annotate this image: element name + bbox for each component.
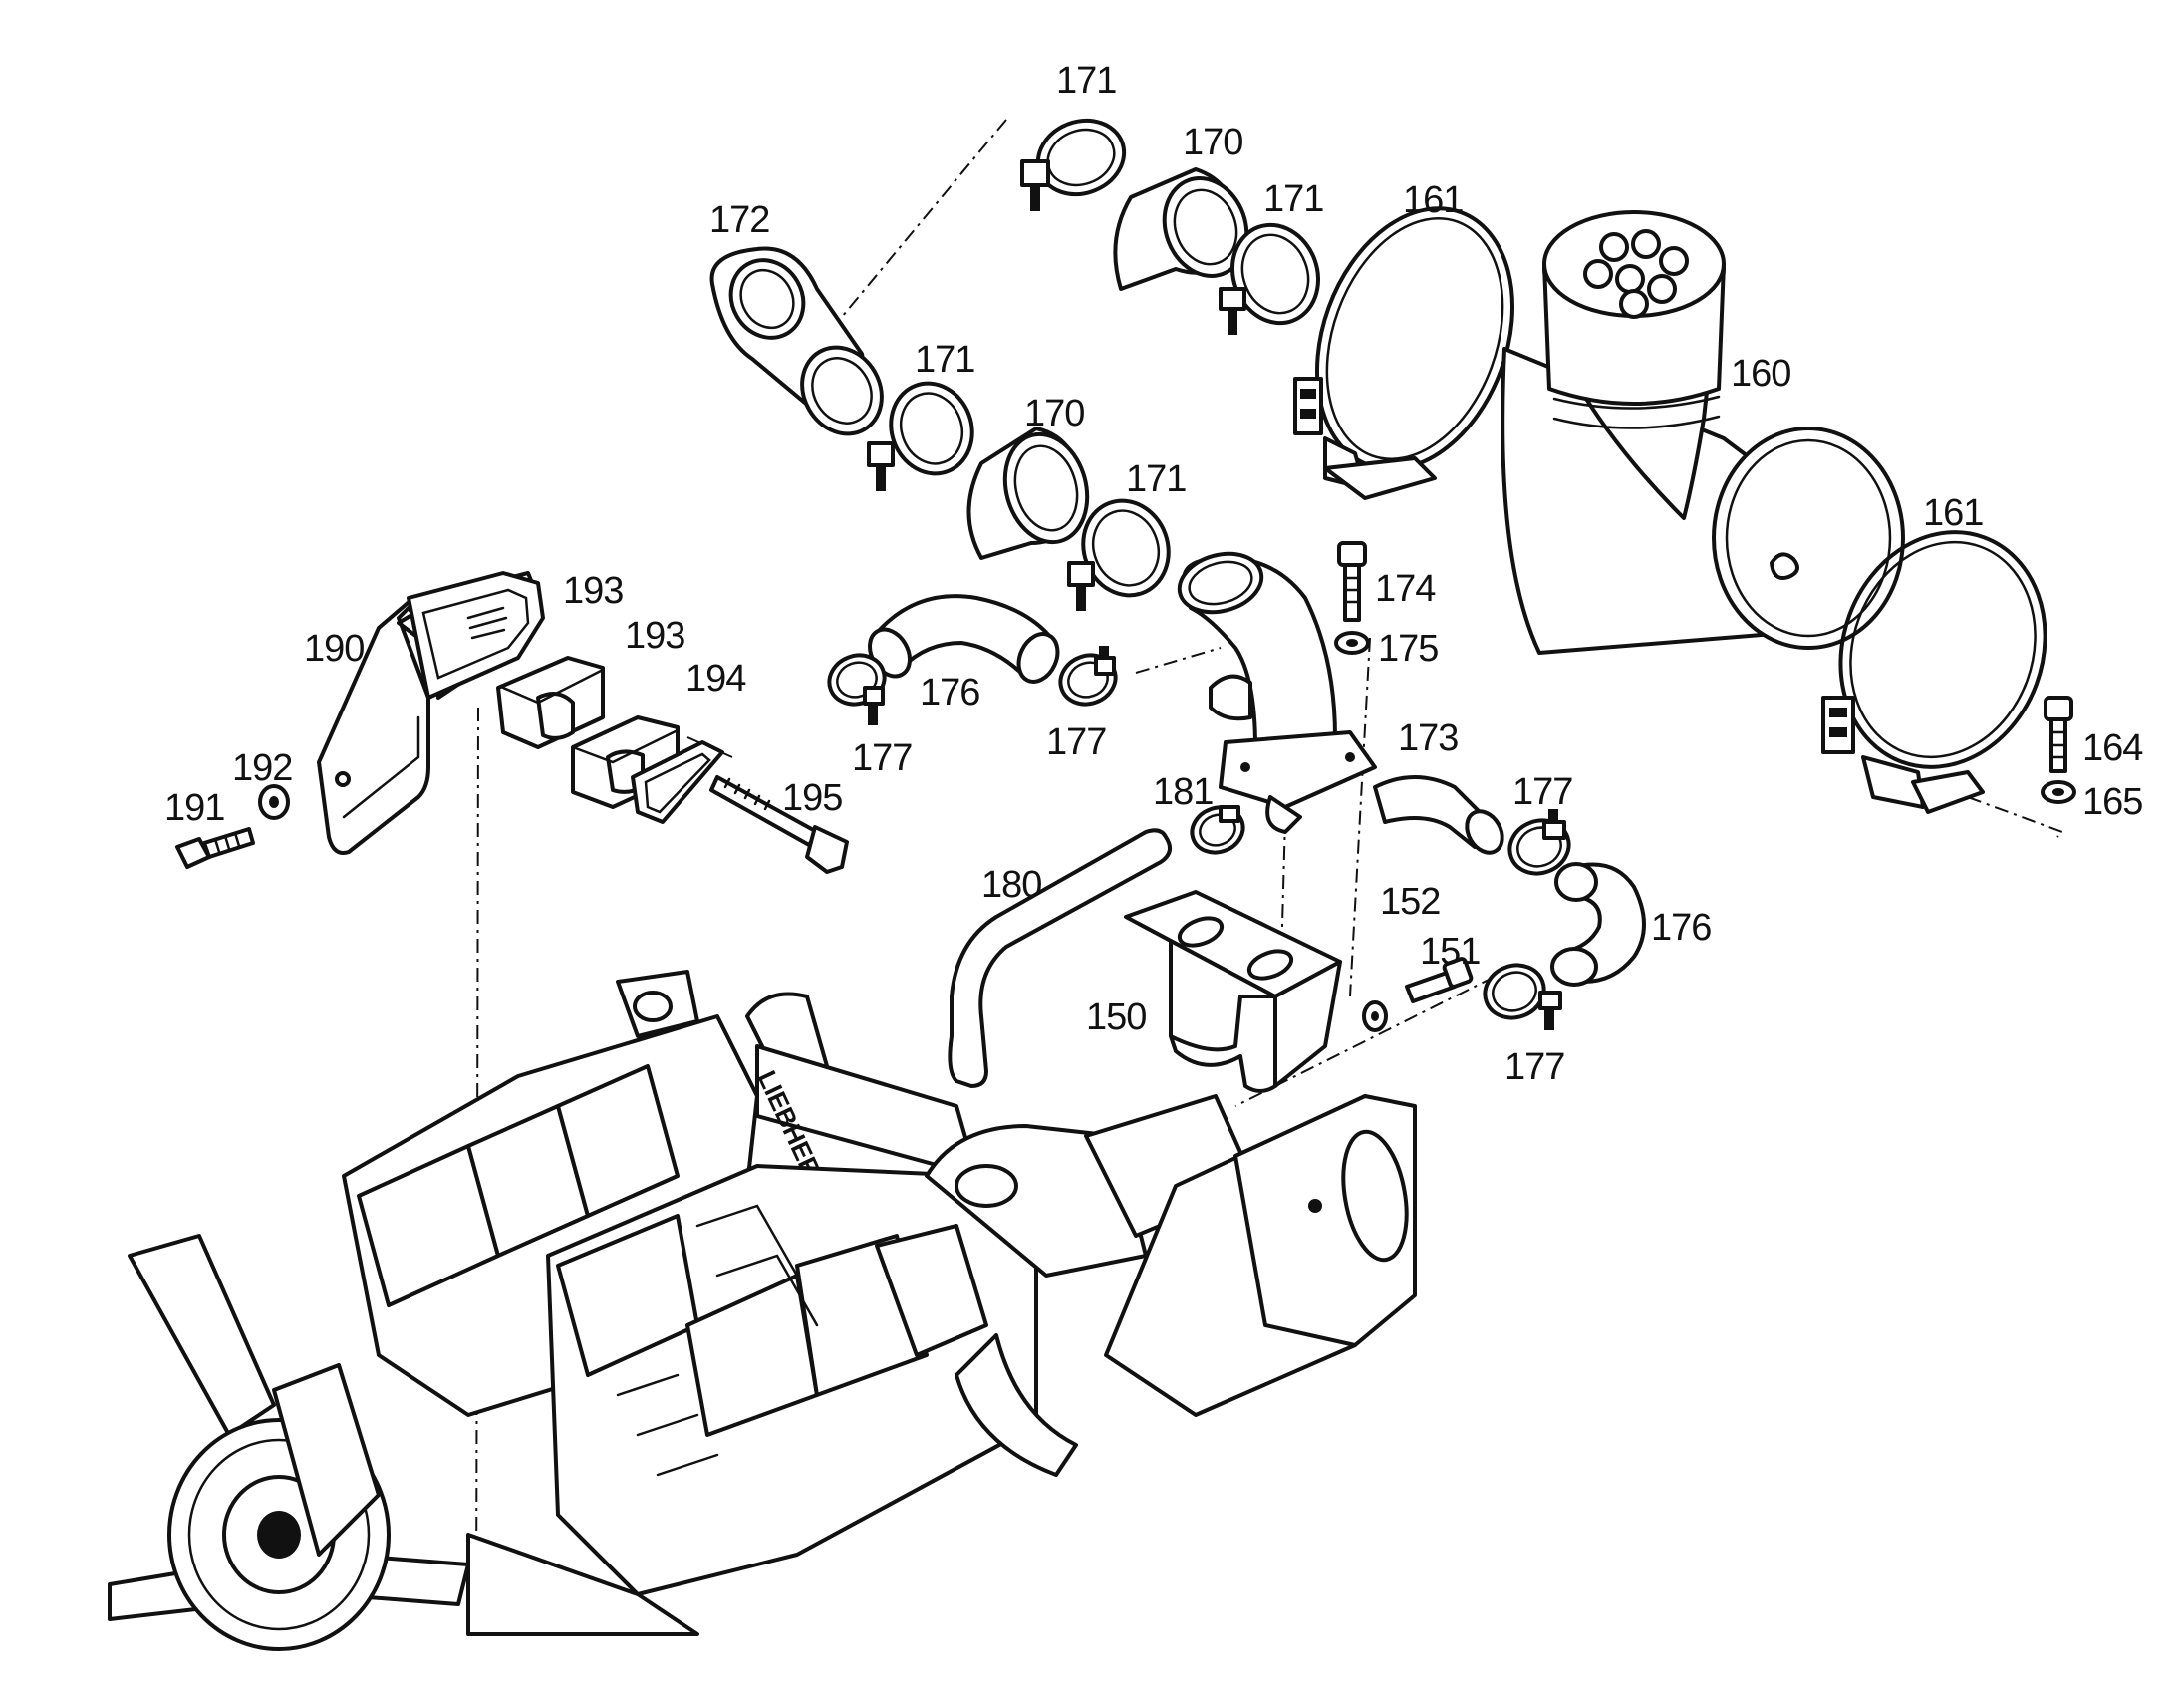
label-180: 180: [981, 864, 1041, 906]
label-176-right: 176: [1651, 907, 1711, 949]
clamp-171-top: [1020, 118, 1127, 211]
bracket-150: [1124, 890, 1342, 1093]
clamp-171-left: [867, 381, 974, 491]
clamp-181: [1190, 805, 1245, 855]
band-clamp-161-right: [1821, 530, 2048, 814]
label-160: 160: [1731, 353, 1790, 395]
label-173: 173: [1398, 717, 1458, 759]
washer-152: [1362, 1000, 1388, 1032]
clamp-171-mid: [1219, 222, 1321, 335]
label-175: 175: [1378, 628, 1438, 670]
label-194: 194: [685, 658, 746, 700]
clamp-177-d: [1483, 963, 1562, 1030]
hose-170-top: [1113, 167, 1249, 291]
label-164: 164: [2082, 727, 2143, 769]
label-191: 191: [164, 787, 224, 829]
label-172: 172: [709, 199, 769, 241]
elbow-172: [709, 246, 884, 436]
bolt-151: [1405, 957, 1474, 1003]
label-193-b: 193: [625, 615, 684, 657]
label-177-a: 177: [852, 737, 912, 779]
block-193-a: [496, 656, 605, 749]
label-150: 150: [1086, 996, 1146, 1038]
pipe-173-branch: [1373, 775, 1504, 855]
callout-labels: 171 170 171 172 161 160 171 170 171 161 …: [164, 60, 2144, 1088]
label-181: 181: [1153, 771, 1213, 813]
label-151: 151: [1420, 931, 1480, 973]
bracket-190: [317, 571, 545, 855]
engine-icon: LIEBHERR: [108, 970, 1417, 1651]
label-171-mid: 171: [1263, 178, 1323, 220]
band-clamp-161-top: [1293, 206, 1515, 500]
label-171-top: 171: [1056, 60, 1116, 102]
label-152: 152: [1380, 881, 1440, 923]
label-165: 165: [2082, 781, 2142, 823]
plate-194: [631, 740, 724, 824]
clamp-177-a: [827, 653, 887, 725]
label-177-b: 177: [1046, 721, 1106, 763]
elbow-173: [1177, 551, 1377, 834]
bolt-191: [175, 827, 255, 869]
label-171-left: 171: [915, 339, 974, 381]
bolt-164: [2044, 696, 2073, 773]
label-161-top: 161: [1403, 179, 1463, 221]
clamp-177-b: [1058, 646, 1118, 707]
air-filter-160: [1501, 210, 1905, 655]
label-171-low: 171: [1126, 458, 1186, 500]
hose-170-low: [966, 426, 1090, 560]
label-193-a: 193: [563, 570, 623, 612]
label-177-d: 177: [1504, 1046, 1564, 1088]
label-192: 192: [232, 747, 292, 789]
clamp-177-c: [1507, 809, 1571, 876]
hose-176-right: [1550, 862, 1646, 987]
hose-180: [948, 828, 1172, 1088]
washer-165: [2041, 780, 2076, 804]
label-190: 190: [304, 628, 364, 670]
label-176-left: 176: [920, 672, 979, 713]
washer-175: [1334, 631, 1370, 655]
bolt-174: [1337, 541, 1367, 622]
label-161-right: 161: [1923, 492, 1983, 534]
washer-192: [258, 784, 290, 820]
label-195: 195: [782, 777, 842, 819]
bolt-195: [709, 775, 849, 874]
label-170-low: 170: [1024, 393, 1084, 434]
clamp-171-low: [1067, 498, 1171, 611]
label-177-c: 177: [1512, 771, 1572, 813]
label-174: 174: [1375, 568, 1436, 610]
label-170-top: 170: [1183, 122, 1242, 163]
